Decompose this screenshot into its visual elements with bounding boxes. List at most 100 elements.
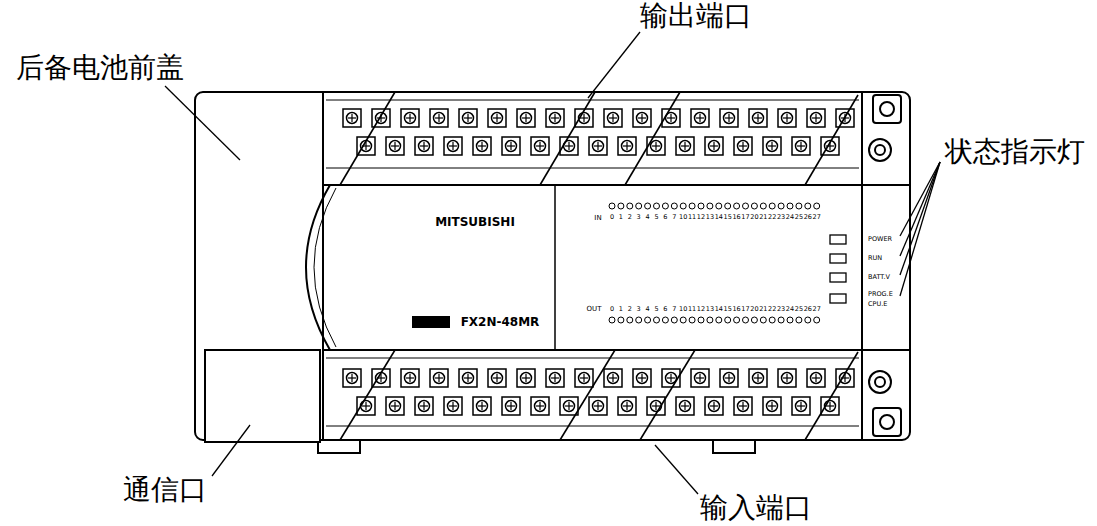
screw-head [637,113,648,124]
input-number: 16 [732,214,740,221]
screw-terminal [575,369,593,387]
output-led [716,317,722,323]
screw-head [463,373,474,384]
status-name: PROG.E [868,291,893,298]
input-number: 25 [795,214,803,221]
screw-terminal [618,397,636,415]
screw-head [506,141,517,152]
screw-head [767,401,778,412]
status-led [830,294,846,303]
output-number: 11 [688,306,696,313]
screw-slot [771,142,772,150]
output-led [645,317,651,323]
screw-slot [641,374,642,382]
leader-line [165,86,240,160]
terminal-frame [604,369,622,387]
screw-head [680,141,691,152]
terminal-frame [575,369,593,387]
input-number: 0 [610,214,614,221]
screw-slot [496,114,497,122]
screw-head [724,373,735,384]
terminal-frame [749,369,767,387]
screw-slot [815,374,816,382]
output-led [805,317,811,323]
terminal-frame [531,397,549,415]
screw-terminal [676,137,694,155]
terminal-frame [749,109,767,127]
screw-slot [786,374,787,382]
screw-slot [510,402,511,410]
mount-hole [875,377,885,387]
input-number: 10 [679,214,687,221]
screw-head [448,141,459,152]
terminal-frame [444,397,462,415]
screw-terminal [807,109,825,127]
screw-terminal [430,369,448,387]
terminal-frame [459,369,477,387]
screw-head [608,113,619,124]
panel-edge [861,92,863,440]
input-led [743,203,749,209]
screw-head [622,401,633,412]
input-number: 22 [768,214,776,221]
output-led [654,317,660,323]
screw-head [550,373,561,384]
output-led [671,317,677,323]
screw-slot [757,114,758,122]
screw-slot [423,142,424,150]
screw-slot [655,142,656,150]
screw-terminal [473,397,491,415]
screw-terminal [705,137,723,155]
screw-terminal [792,397,810,415]
screw-terminal [357,397,375,415]
terminal-frame [473,137,491,155]
terminal-frame [676,137,694,155]
terminal-frame [386,137,404,155]
input-led [662,203,668,209]
model-name: FX2N-48MR [461,316,540,328]
group-divider [805,95,858,185]
callout-label: 后备电池前盖 [16,54,184,82]
window-edge [554,185,556,350]
output-led [734,317,740,323]
terminal-rail [326,168,859,169]
input-number: 3 [637,214,641,221]
screw-head [738,141,749,152]
input-number: 12 [697,214,705,221]
screw-slot [554,374,555,382]
screw-terminal [343,109,361,127]
screw-head [767,141,778,152]
screw-terminal [720,369,738,387]
input-led [680,203,686,209]
terminal-frame [647,137,665,155]
screw-slot [699,374,700,382]
leader-line [900,162,940,275]
panel-edge [322,92,324,440]
screw-terminal [459,109,477,127]
screw-slot [351,114,352,122]
foot [318,440,360,453]
output-number: 23 [777,306,785,313]
row-label: IN [594,215,601,222]
terminal-frame [415,397,433,415]
band-edge [323,349,862,351]
terminal-frame [546,109,564,127]
terminal-frame [691,369,709,387]
terminal-blocks [326,92,859,440]
screw-terminal [372,109,390,127]
screw-head [347,373,358,384]
screw-head [738,401,749,412]
input-number: 7 [672,214,676,221]
screw-slot [539,142,540,150]
terminal-frame [763,397,781,415]
screw-head [506,401,517,412]
mount-tab [873,95,901,123]
callout-label: 状态指示灯 [945,138,1085,166]
terminal-frame [430,369,448,387]
group-divider [640,350,695,440]
screw-terminal [778,369,796,387]
terminal-frame [488,369,506,387]
screw-slot [467,114,468,122]
screw-terminal [647,137,665,155]
